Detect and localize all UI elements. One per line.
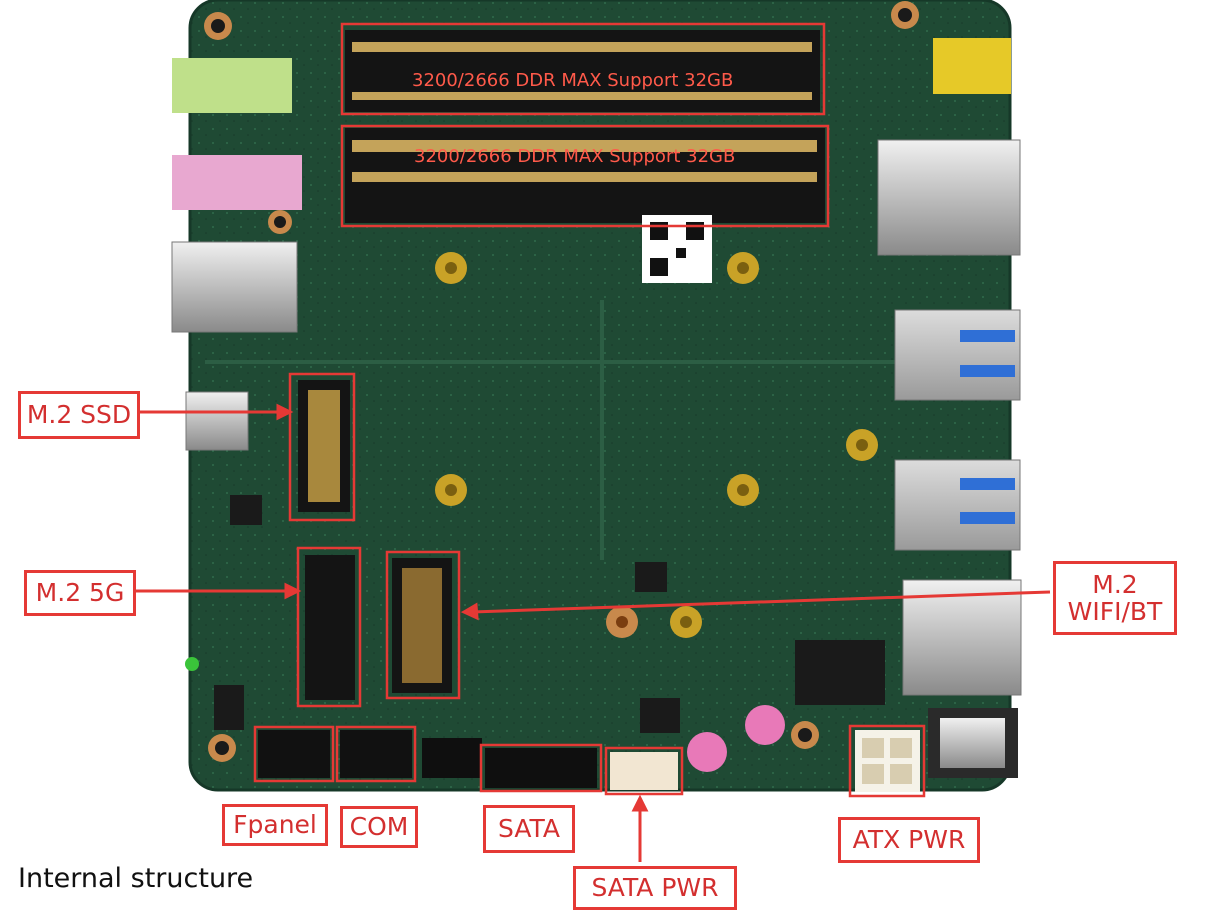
m2-wifi-label: M.2 WIFI/BT [1053,561,1177,635]
com-box [335,725,417,783]
ram-slot-1-label: 3200/2666 DDR MAX Support 32GB [412,70,734,91]
sata-pwr-label: SATA PWR [573,866,737,910]
m2-ssd-label: M.2 SSD [18,391,140,439]
right-ports [877,38,1022,778]
m2-wifi-label-line1: M.2 [1092,569,1138,599]
sata-pwr-box [604,746,684,796]
m2-wifi-label-line2: WIFI/BT [1067,597,1163,626]
com-label: COM [340,806,418,848]
ram-slots [345,30,825,223]
left-ports [171,58,302,730]
fpanel-box [253,725,335,783]
gold-standoffs [435,252,878,638]
atx-pwr-label: ATX PWR [838,817,980,863]
pointer-arrows [136,403,1051,862]
lan-chip [795,640,885,705]
image-caption: Internal structure [18,863,254,894]
ram-slot-2-box [340,124,830,228]
highlight-boxes [253,22,926,798]
atx-pwr-box [848,724,926,798]
ram-slot-1-box [340,22,826,116]
pin-headers [258,730,920,792]
sata-box [479,743,603,793]
mounting-holes [204,1,919,762]
sata-label: SATA [483,805,575,853]
m2-5g-label: M.2 5G [24,570,136,616]
m2-ssd-box [288,372,356,522]
m2-slots [298,380,452,700]
m2-5g-box [296,546,362,708]
m2-wifi-box [385,550,461,700]
fpanel-label: Fpanel [222,804,328,846]
ram-slot-2-label: 3200/2666 DDR MAX Support 32GB [414,146,736,167]
